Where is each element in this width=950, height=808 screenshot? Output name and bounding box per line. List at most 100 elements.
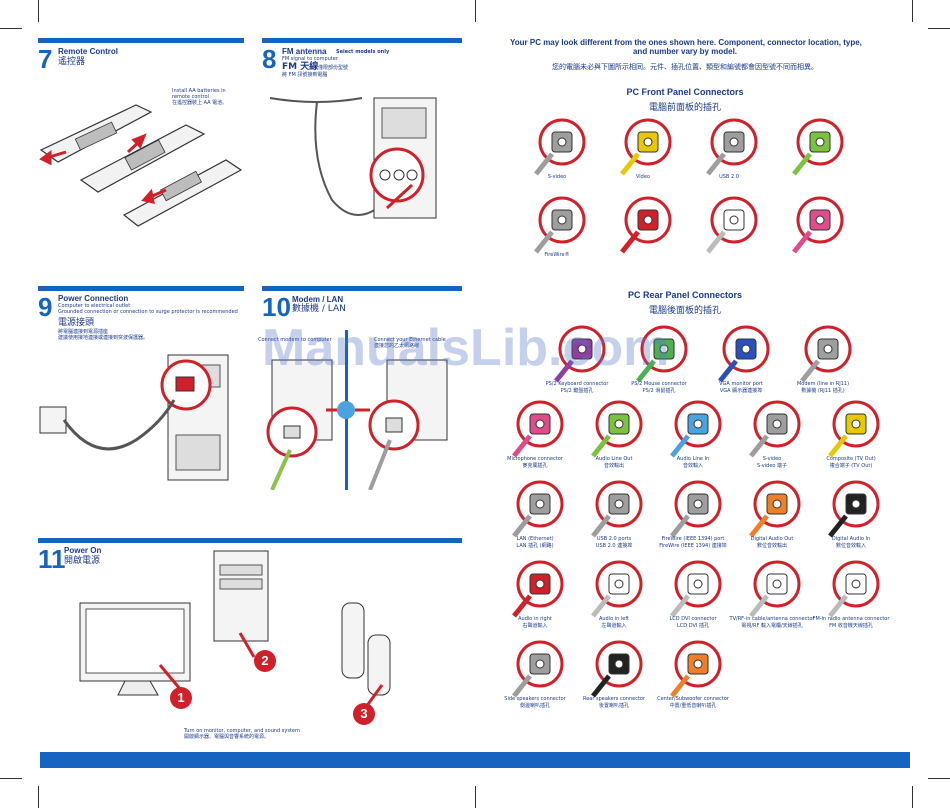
section-8-title: FM antenna (282, 47, 327, 56)
front-connector-label: Video (635, 174, 650, 180)
front-connector-icon (700, 196, 758, 254)
rear-connector-label-cn: LAN 插孔 (網路) (516, 543, 554, 549)
rear-connector-label: LAN (Ethernet) (516, 536, 554, 542)
crop-mark (38, 786, 39, 808)
rear-connector-label: Composite (TV Out) (826, 456, 876, 462)
rear-connector-label-cn: 音效輸入 (682, 463, 703, 469)
rear-panel-title: PC Rear Panel Connectors (627, 290, 743, 300)
rear-connector-label: Digital Audio Out (750, 536, 794, 542)
section-8-sub-cn: 將 FM 訊號接到電腦 (282, 72, 328, 78)
rear-connector-label-cn: 複合端子 (TV Out) (829, 463, 873, 469)
rear-connector-label: Side speakers connector (504, 696, 566, 702)
rear-connector-icon (585, 400, 643, 458)
section-8-title-cn-extra: 僅限部份型號 (318, 65, 349, 71)
rear-connector-icon (585, 480, 643, 538)
remote-note: Install AA batteries in remote control (172, 88, 226, 100)
section-7-title-cn: 遙控器 (58, 57, 86, 67)
section-11-title-cn: 開啟電源 (64, 556, 101, 566)
power-on-caption: Turn on monitor, computer, and sound sys… (184, 728, 300, 734)
front-connector-icon (614, 196, 672, 254)
rear-connector-label: LCD DVI connector (669, 616, 717, 622)
crop-mark (475, 0, 476, 22)
section-8-number: 8 (262, 44, 277, 74)
rear-connector-label-cn: 數位音效輸入 (835, 543, 866, 549)
section-10-bar (262, 286, 462, 291)
rear-connector-label: TV/RF-in cable/antenna connector (729, 616, 815, 622)
rear-connector-label-cn: USB 2.0 連接埠 (595, 543, 633, 549)
modem-lan-illustration (266, 359, 448, 490)
section-8-bar (262, 38, 462, 43)
remote-control-illustration (39, 104, 243, 227)
power-on-caption-cn: 開啟顯示器、電腦與音響系統的電源。 (184, 734, 270, 740)
rear-connector-label: PS/2 Mouse connector (631, 381, 687, 387)
section-8-title-cn: FM 天線 (282, 62, 319, 72)
section-10-title-cn: 數據機 / LAN (292, 304, 346, 314)
rear-connector-label: FM-in radio antenna connector (812, 616, 890, 622)
rear-connector-icon (822, 480, 880, 538)
rear-connector-label: Microphone connector (507, 456, 563, 462)
rear-connector-label: Audio Line In (676, 456, 710, 462)
lan-note: Connect your Ethernet cable (374, 337, 446, 343)
watermark: ManualsLib.com (262, 319, 670, 377)
rear-connector-icon (664, 640, 722, 698)
crop-mark (38, 0, 39, 22)
section-7-number: 7 (38, 44, 53, 74)
section-9-title: Power Connection (58, 294, 129, 303)
step-2-badge: 2 (254, 650, 276, 672)
crop-mark (0, 778, 22, 779)
rear-connector-label-cn: PS/2 滑鼠插孔 (642, 388, 676, 394)
rear-connector-label: Rear speakers connector (582, 696, 646, 702)
front-connector-icon (614, 118, 672, 176)
front-connector-icon (528, 196, 586, 254)
rear-connector-icon (743, 560, 801, 618)
rear-connector-icon (506, 560, 564, 618)
section-9-number: 9 (38, 292, 53, 322)
crop-mark (0, 28, 22, 29)
rear-connector-icon (630, 325, 688, 383)
front-connector-label: FireWire® (544, 252, 570, 258)
lan-note-cn: 連接您的乙太網路線 (374, 343, 420, 349)
rear-connector-label-cn: 電視/RF 輸入電纜/天線插孔 (741, 623, 803, 629)
footer-bar (40, 752, 910, 768)
rear-connector-label: Center/Subwoofer connector (657, 696, 729, 702)
rear-connector-label-cn: 中置/重低音喇叭插孔 (669, 703, 717, 709)
front-connector-icon (528, 118, 586, 176)
rear-connector-icon (585, 560, 643, 618)
section-10-number: 10 (262, 292, 291, 322)
rear-connector-label-cn: FM 收音機天線插孔 (829, 623, 873, 629)
remote-note-cn: 在遙控器裝上 AA 電池。 (172, 100, 228, 106)
rear-connector-label-cn: 音效輸出 (603, 463, 624, 469)
rear-connector-label-cn: 側邊喇叭插孔 (519, 703, 550, 709)
section-9-sub1: Computer to electrical outlet (58, 303, 131, 309)
crop-mark (928, 778, 950, 779)
power-connection-illustration (39, 354, 229, 481)
front-connector-label: USB 2.0 (719, 174, 739, 180)
crop-mark (912, 0, 913, 22)
rear-connector-label-cn: 後置喇叭插孔 (598, 703, 629, 709)
rear-connector-label: S-video (762, 456, 782, 462)
section-9-sub-cn2: 建議使用接地連接或連接到突波保護器。 (58, 335, 149, 341)
section-10-title: Modem / LAN (292, 295, 344, 304)
section-8-sub: FM signal to computer (282, 56, 338, 62)
section-7-bar (38, 38, 244, 43)
rear-connector-icon (506, 400, 564, 458)
rear-connector-label: Modem (line in RJ11) (796, 381, 850, 387)
section-8-title-extra: Select models only (336, 49, 390, 55)
crop-mark (912, 786, 913, 808)
rear-connector-icon (712, 325, 770, 383)
rear-connector-label-cn: 數位音效輸出 (756, 543, 787, 549)
step-3-badge: 3 (353, 703, 375, 725)
intro-line-1: Your PC may look different from the ones… (510, 38, 862, 47)
rear-connector-icon (664, 400, 722, 458)
section-7-title: Remote Control (58, 47, 118, 56)
front-connector-icon (700, 118, 758, 176)
rear-connector-label: USB 2.0 ports (596, 536, 632, 542)
rear-connector-label-cn: PS/2 鍵盤插孔 (560, 388, 594, 394)
step-1-badge: 1 (170, 687, 192, 709)
rear-connector-label-cn: VGA 顯示器連接埠 (719, 388, 763, 394)
rear-connector-label-cn: S-video 端子 (756, 463, 788, 469)
rear-connector-label-cn: 數據機 (RJ11 插孔) (801, 388, 845, 394)
rear-connector-label: Audio in left (598, 616, 630, 622)
power-on-illustration (79, 550, 391, 708)
rear-connector-label: FireWire (IEEE 1394) port (661, 536, 725, 542)
